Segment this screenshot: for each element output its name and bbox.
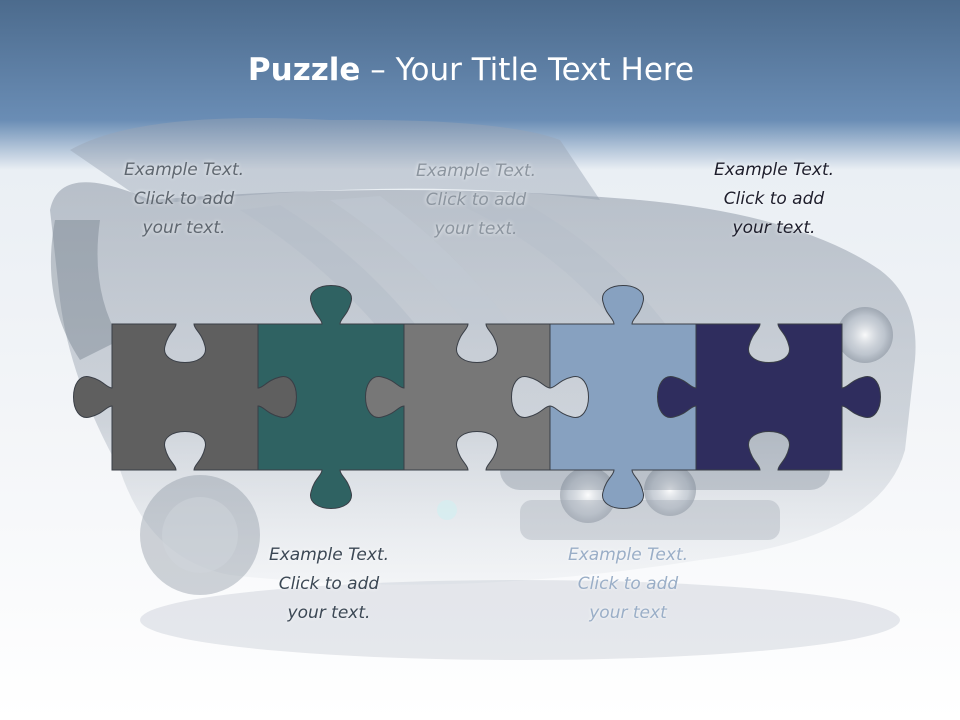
text-placeholder-3[interactable]: Example Text. Click to add your text.	[664, 156, 884, 243]
caption-line: Example Text.	[268, 545, 390, 565]
caption-line: your text	[589, 603, 667, 623]
caption-line: Click to add	[577, 574, 679, 594]
caption-line: Click to add	[723, 189, 825, 209]
caption-line: Click to add	[278, 574, 380, 594]
page-title[interactable]: Puzzle – Your Title Text Here	[0, 50, 951, 90]
caption-line: Example Text.	[567, 545, 689, 565]
text-placeholder-5[interactable]: Example Text. Click to add your text	[518, 541, 738, 628]
caption-line: your text.	[732, 218, 816, 238]
caption-line: your text.	[142, 218, 226, 238]
text-placeholder-1[interactable]: Example Text. Click to add your text.	[74, 156, 294, 243]
caption-line: your text.	[287, 603, 371, 623]
caption-line: Click to add	[425, 190, 527, 210]
caption-line: Example Text.	[123, 160, 245, 180]
caption-line: Example Text.	[415, 161, 537, 181]
caption-line: your text.	[434, 219, 518, 239]
text-placeholder-4[interactable]: Example Text. Click to add your text.	[219, 541, 439, 628]
caption-line: Example Text.	[713, 160, 835, 180]
title-bold: Puzzle	[247, 52, 361, 88]
puzzle-piece-5[interactable]	[657, 323, 881, 471]
caption-line: Click to add	[133, 189, 235, 209]
title-rest: – Your Title Text Here	[360, 52, 695, 88]
text-placeholder-2[interactable]: Example Text. Click to add your text.	[366, 157, 586, 244]
